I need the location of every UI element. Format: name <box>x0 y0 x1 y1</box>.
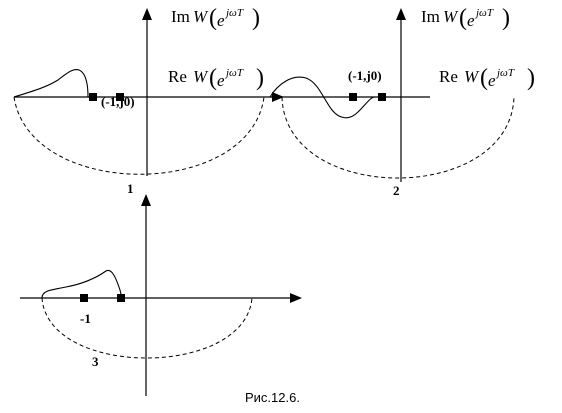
panel-1-re-label: Re W ( e jωT ) <box>168 65 264 91</box>
panel-2-imag-axis-arrow <box>396 8 406 20</box>
svg-text:): ) <box>252 5 260 31</box>
panel-2-re-label: Re W ( e jωT ) <box>439 65 535 91</box>
svg-text:e: e <box>217 71 225 90</box>
svg-text:Im: Im <box>171 7 190 26</box>
svg-text:e: e <box>488 71 496 90</box>
svg-text:W: W <box>464 67 480 86</box>
svg-text:Im: Im <box>421 7 440 26</box>
svg-text:(: ( <box>480 65 488 91</box>
panel-1-number: 1 <box>127 181 134 196</box>
svg-text:jωT: jωT <box>474 7 494 19</box>
panel-2-critical-point-label: (-1,j0) <box>348 68 382 83</box>
svg-text:Re: Re <box>439 67 458 86</box>
panel-2-marker-a <box>349 93 357 101</box>
svg-text:Re: Re <box>168 67 187 86</box>
panel-2-closing-arc <box>281 96 515 179</box>
svg-text:e: e <box>467 11 475 30</box>
panel-2: (-1,j0) Im W ( e jωT ) Re W ( e jωT ) 2 <box>269 5 535 198</box>
panel-2-hodograph <box>269 76 375 119</box>
panel-1-critical-point-label: (-1,j0) <box>101 94 135 109</box>
panel-3-number: 3 <box>92 354 99 369</box>
svg-text:W: W <box>193 67 209 86</box>
panel-2-im-label: Im W ( e jωT ) <box>421 5 510 31</box>
svg-text:jωT: jωT <box>224 7 244 19</box>
panel-3-marker-a <box>80 294 88 302</box>
panel-1-hodograph <box>13 69 89 98</box>
panel-1-marker-b <box>116 93 124 101</box>
panel-3-marker-b <box>117 294 125 302</box>
panel-1: (-1,j0) Im W ( e jωT ) Re W ( e jωT ) 1 <box>13 5 284 196</box>
panel-1-marker-a <box>89 93 97 101</box>
panel-3: -1 3 <box>20 194 302 396</box>
panel-2-number: 2 <box>393 183 400 198</box>
panel-2-marker-b <box>378 93 386 101</box>
svg-text:(: ( <box>209 65 217 91</box>
svg-text:W: W <box>193 7 209 26</box>
panel-3-real-axis-arrow <box>290 293 302 303</box>
panel-1-closing-arc <box>13 96 265 175</box>
panel-3-closing-arc <box>41 297 253 359</box>
panel-3-imag-axis-arrow <box>141 194 151 206</box>
panel-1-imag-axis-arrow <box>142 8 152 20</box>
panel-3-critical-point-label: -1 <box>80 311 91 326</box>
svg-text:W: W <box>443 7 459 26</box>
svg-text:e: e <box>217 11 225 30</box>
svg-text:jωT: jωT <box>224 67 244 79</box>
svg-text:(: ( <box>209 5 217 31</box>
svg-text:jωT: jωT <box>495 67 515 79</box>
svg-text:(: ( <box>459 5 467 31</box>
svg-text:): ) <box>502 5 510 31</box>
svg-text:): ) <box>527 65 535 91</box>
figure-caption: Рис.12.6. <box>245 390 300 405</box>
panel-1-im-label: Im W ( e jωT ) <box>171 5 260 31</box>
svg-text:): ) <box>256 65 264 91</box>
panel-3-hodograph <box>41 269 123 299</box>
